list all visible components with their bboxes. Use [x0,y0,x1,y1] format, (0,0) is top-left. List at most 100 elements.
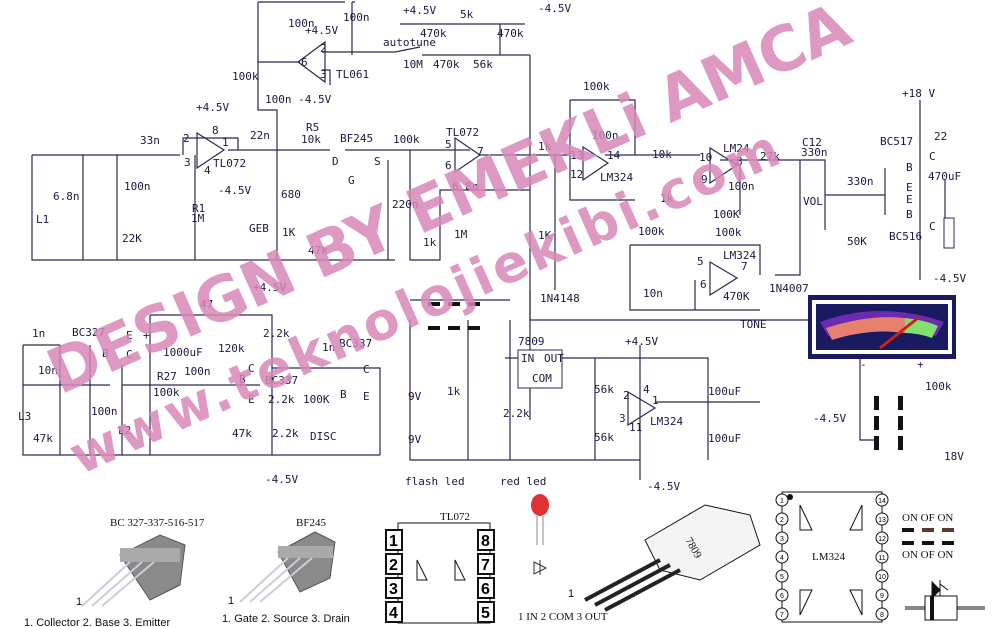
component-label: 100k [638,225,665,238]
component-label: C [363,363,370,376]
component-label: LM24 [723,142,750,155]
component-label: VOL [803,195,823,208]
component-label: 33n [140,134,160,147]
component-label: 18V [944,450,964,463]
component-label: +4.5V [403,4,436,17]
component-label: E [906,181,913,194]
component-label: E [248,393,255,406]
component-label: +4.5V [253,281,286,294]
component-label: GEB [249,222,269,235]
lm324-pin-circle [875,550,889,564]
component-label: 470K [723,290,750,303]
switch-label-bottom: ON OF ON [902,549,953,561]
component-label: L2 [118,424,131,437]
component-label: 100n [288,17,315,30]
component-label: S [374,155,381,168]
lm324-pin-circle [875,588,889,602]
transistor-title: BC 327-337-516-517 [110,517,205,529]
component-label: 1N4148 [540,292,580,305]
lm324-pin-number: 13 [878,517,886,524]
component-label: 470k [420,27,447,40]
component-label: 3 [184,156,191,169]
7809-regulator-box [517,349,563,389]
component-label: 6 [301,56,308,69]
component-label: COM [532,372,552,385]
component-label: 100k [153,386,180,399]
component-label: 120k [218,342,245,355]
component-label: -4.5V [538,2,571,15]
component-label: BC337 [339,337,372,350]
component-label: -4.5V [218,184,251,197]
component-label: B [239,373,246,386]
tl072-pin-number: 3 [389,581,398,598]
component-label: 14 [607,149,621,162]
tl072-opamp-1 [196,131,226,170]
component-label: 1K [282,226,296,239]
component-label: 100k [583,80,610,93]
tl072-pin-box [477,553,495,575]
lm324-pin-circle [775,588,789,602]
switch-and-diode-legend: ON OF ON ON OF ON [902,512,985,621]
fet-title: BF245 [296,517,326,529]
component-label: 330n [801,146,828,159]
component-label: G [348,174,355,187]
component-label: 6 [445,159,452,172]
tl072-pin-box [477,529,495,551]
component-label: 2 [320,42,327,55]
component-label: 1k [447,385,461,398]
component-label: 1k [660,192,674,205]
lm324-title: LM324 [812,551,846,563]
component-label: -4.5V [647,480,680,493]
component-label: 9 [701,173,708,186]
tl072-pin-box [385,601,403,623]
lm324-pin-circle [775,512,789,526]
component-label: flash led [405,475,465,488]
component-label: 4 [204,164,211,177]
lm324-opamp-1 [582,145,610,182]
batteries-and-switch [428,302,903,450]
component-label: +4.5V [305,24,338,37]
component-label: 3 [619,412,626,425]
component-label: BC337 [265,374,298,387]
component-label: 470uF [928,170,961,183]
component-label: 27k [760,150,780,163]
component-label: OUT [544,352,564,365]
tl061-opamp [296,40,326,84]
component-label: B [340,388,347,401]
component-label: 220n [392,198,419,211]
component-label: 10 [699,151,712,164]
tl072-opamp-2 [454,136,482,174]
component-label: E [906,193,913,206]
component-label: 2.2k [272,427,299,440]
component-label: 5 [445,138,452,151]
component-label: C [929,220,936,233]
component-label: 47k [232,427,252,440]
component-label: red led [500,475,546,488]
lm324-pin-number: 12 [878,536,886,543]
lm324-pin-circle [875,569,889,583]
lm324-pin-circle [775,493,789,507]
component-label: -4.5V [265,473,298,486]
component-label: BC517 [880,135,913,148]
component-label: 12 [570,168,583,181]
lm324-pin-number: 4 [780,555,784,562]
component-label: 9V [408,433,422,446]
component-label: 5k [460,8,474,21]
component-label: 1M [191,212,205,225]
component-label: 3 [320,68,327,81]
tl072-pin-number: 8 [481,533,490,550]
component-label: 100uF [708,385,741,398]
component-label: 2 [183,132,190,145]
component-label: BC327 [72,326,105,339]
component-label: L3 [18,410,31,423]
component-label: -4.5V [933,272,966,285]
component-label: 100n -4.5V [265,93,332,106]
lm324-pin-number: 8 [880,612,884,619]
component-label: 10k [652,148,672,161]
component-label: 7 [741,260,748,273]
component-label: 100K [303,393,330,406]
component-label: B [906,161,913,174]
component-label: 100k [393,133,420,146]
